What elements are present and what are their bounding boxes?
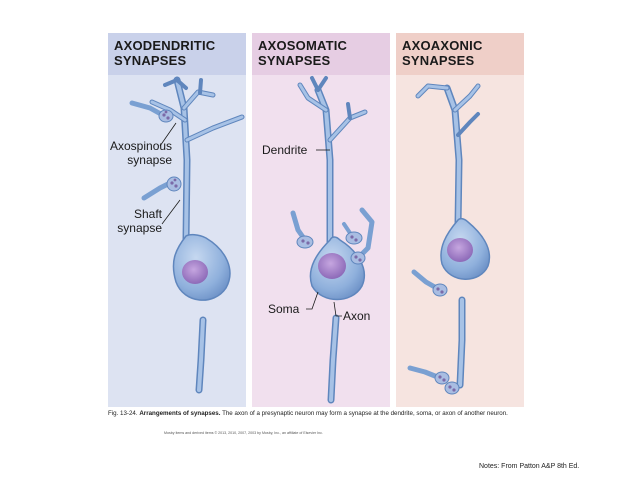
notes-text: Notes: From Patton A&P 8th Ed. bbox=[479, 463, 580, 470]
label-line: synapse bbox=[127, 153, 172, 167]
figure-text: The axon of a presynaptic neuron may for… bbox=[222, 410, 508, 417]
label-line: Shaft bbox=[133, 207, 162, 221]
label-line: synapse bbox=[117, 221, 162, 235]
axodendritic-neuron bbox=[149, 76, 245, 394]
label-shaft-synapse: Shaft synapse bbox=[110, 207, 162, 235]
panel-axodendritic-bg bbox=[108, 33, 246, 407]
title-line: SYNAPSES bbox=[258, 53, 331, 68]
figure-credit: Mosby items and derived items © 2013, 20… bbox=[164, 431, 323, 435]
title-line: AXOSOMATIC bbox=[258, 38, 348, 53]
synaptic-terminals bbox=[158, 109, 460, 395]
label-dendrite: Dendrite bbox=[262, 143, 308, 157]
figure-number: Fig. 13-24. bbox=[108, 410, 138, 417]
panel-title-axodendritic: AXODENDRITIC SYNAPSES bbox=[114, 38, 215, 68]
axosomatic-neuron bbox=[297, 76, 368, 404]
title-line: AXOAXONIC bbox=[402, 38, 483, 53]
figure-title: Arrangements of synapses. bbox=[139, 410, 221, 417]
title-line: AXODENDRITIC bbox=[114, 38, 216, 53]
label-line: Axospinous bbox=[110, 139, 173, 153]
title-line: SYNAPSES bbox=[402, 53, 475, 68]
title-line: SYNAPSES bbox=[114, 53, 187, 68]
axoaxonic-neuron bbox=[415, 83, 481, 389]
label-axospinous-synapse: Axospinous synapse bbox=[110, 139, 172, 167]
figure-caption: Fig. 13-24. Arrangements of synapses. Th… bbox=[108, 410, 528, 418]
panel-title-axoaxonic: AXOAXONIC SYNAPSES bbox=[402, 38, 483, 68]
label-soma: Soma bbox=[268, 302, 300, 316]
label-axon: Axon bbox=[343, 309, 371, 323]
panel-title-axosomatic: AXOSOMATIC SYNAPSES bbox=[258, 38, 347, 68]
leader-lines bbox=[159, 122, 342, 317]
